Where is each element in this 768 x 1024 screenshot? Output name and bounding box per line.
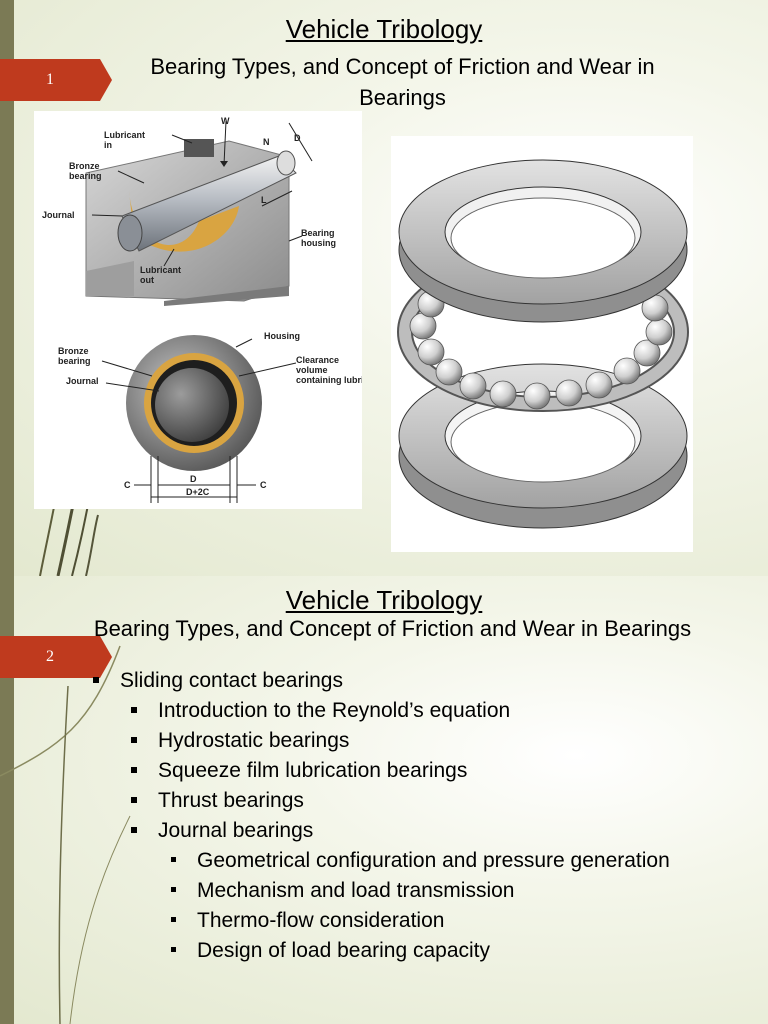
label-housing: Housing xyxy=(264,331,300,341)
list-item: Journal bearings xyxy=(88,819,713,843)
bullet-marker xyxy=(131,767,137,773)
slide-number-tab: 2 xyxy=(0,636,112,678)
bullet-marker xyxy=(171,857,176,862)
slide-subtitle: Bearing Types, and Concept of Friction a… xyxy=(150,54,655,110)
thrust-bearing-illustration xyxy=(397,159,689,529)
slide-2: 2 Vehicle Tribology Bearing Types, and C… xyxy=(0,576,768,1024)
slide-1: 1 Vehicle Tribology Bearing Types, and C… xyxy=(0,0,768,576)
list-item: Squeeze film lubrication bearings xyxy=(88,759,713,783)
slide-number: 2 xyxy=(46,648,54,665)
bullet-marker xyxy=(131,827,137,833)
slide-title: Vehicle Tribology xyxy=(285,585,483,615)
list-item-text: Introduction to the Reynold’s equation xyxy=(158,699,511,722)
list-item: Thrust bearings xyxy=(88,789,713,813)
list-item: Geometrical configuration and pressure g… xyxy=(88,849,713,873)
list-item-text: Journal bearings xyxy=(158,819,314,842)
label-w: W xyxy=(221,116,230,126)
slide-subtitle: Bearing Types, and Concept of Friction a… xyxy=(93,616,692,641)
label-journal: Journal xyxy=(42,210,75,220)
label-l: L xyxy=(261,195,267,205)
bullet-list: Sliding contact bearings Introduction to… xyxy=(88,669,713,969)
label-d2c: D+2C xyxy=(186,487,210,497)
list-item-text: Squeeze film lubrication bearings xyxy=(158,759,468,782)
list-item: Thermo-flow consideration xyxy=(88,909,713,933)
bullet-marker xyxy=(171,917,176,922)
slide-number: 1 xyxy=(46,71,54,88)
list-item-text: Sliding contact bearings xyxy=(120,669,343,692)
list-item-text: Geometrical configuration and pressure g… xyxy=(197,849,670,872)
label-c-right: C xyxy=(260,480,267,490)
label-n: N xyxy=(263,137,270,147)
list-item-text: Design of load bearing capacity xyxy=(197,939,491,962)
list-item-text: Hydrostatic bearings xyxy=(158,729,350,752)
list-item-text: Thrust bearings xyxy=(158,789,304,812)
label-journal-2: Journal xyxy=(66,376,99,386)
list-item: Mechanism and load transmission xyxy=(88,879,713,903)
label-d-bottom: D xyxy=(190,474,197,484)
bullet-marker xyxy=(171,887,176,892)
bullet-marker xyxy=(131,737,137,743)
slide-number-tab: 1 xyxy=(0,59,112,101)
slide-left-bar xyxy=(0,0,14,576)
list-item: Hydrostatic bearings xyxy=(88,729,713,753)
list-item: Introduction to the Reynold’s equation xyxy=(88,699,713,723)
list-item: Sliding contact bearings xyxy=(88,669,713,693)
bullet-marker xyxy=(131,797,137,803)
list-item: Design of load bearing capacity xyxy=(88,939,713,963)
label-c-left: C xyxy=(124,480,131,490)
bullet-marker xyxy=(171,947,176,952)
slide-title: Vehicle Tribology xyxy=(285,14,483,44)
bullet-marker xyxy=(131,707,137,713)
list-item-text: Thermo-flow consideration xyxy=(197,909,445,932)
thrust-bearing-figure xyxy=(391,136,693,552)
bullet-marker xyxy=(93,677,99,683)
label-d: D xyxy=(294,133,301,143)
list-item-text: Mechanism and load transmission xyxy=(197,879,515,902)
